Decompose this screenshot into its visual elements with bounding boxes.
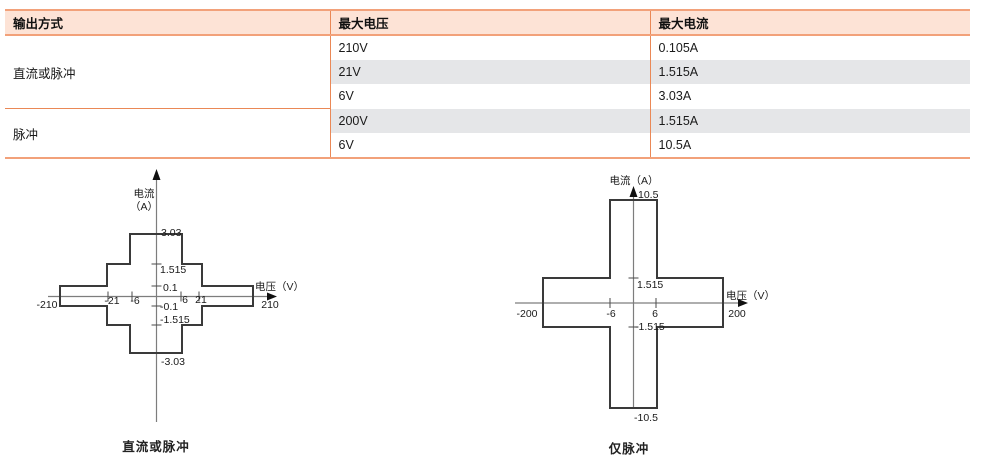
- caption-pulse-only: 仅脉冲: [608, 442, 650, 456]
- table-row: 脉冲 200V 1.515A: [5, 108, 970, 157]
- y-axis-arrow-icon: [152, 169, 161, 180]
- y-axis-title-line1: 电流: [134, 187, 155, 200]
- x-tick-label: -6: [606, 308, 615, 320]
- envelope-outline: [542, 199, 724, 409]
- x-tick-label: 210: [261, 299, 279, 311]
- x-tick-label: -21: [104, 295, 119, 307]
- group-label-dc-or-pulse: 直流或脉冲: [5, 35, 330, 110]
- group-label-pulse: 脉冲: [5, 108, 330, 157]
- x-tick-label: -6: [130, 295, 139, 307]
- x-tick-label: -210: [36, 299, 57, 311]
- x-tick-label: 21: [195, 294, 207, 306]
- current-cell: 3.03A: [649, 84, 970, 109]
- table-row: 直流或脉冲 210V 0.105A: [5, 35, 970, 110]
- x-axis-title: 电压（V）: [726, 289, 775, 302]
- y-axis-title: 电流（A）: [609, 174, 658, 187]
- voltage-cell: 6V: [329, 132, 650, 157]
- y-tick-label: -3.03: [161, 356, 185, 368]
- col-header-max-voltage: 最大电压: [329, 11, 650, 36]
- col-header-max-current: 最大电流: [649, 11, 970, 36]
- y-axis-arrow-icon: [629, 186, 638, 197]
- envelope-outline: [59, 233, 254, 354]
- y-tick-label: 1.515: [637, 279, 663, 291]
- col-header-output-mode: 输出方式: [5, 11, 330, 36]
- y-tick-label: -1.515: [160, 314, 190, 326]
- x-tick-label: -200: [516, 308, 537, 320]
- x-tick-label: 6: [652, 308, 658, 320]
- dc-or-pulse-envelope-diagram: 电流 （A） 电压（V） 3.03 1.515 0.1 -0.1 -1.515 …: [30, 168, 310, 430]
- y-tick-label: 1.515: [160, 264, 186, 276]
- voltage-cell: 6V: [329, 84, 650, 109]
- y-tick-label: 10.5: [638, 189, 659, 201]
- current-cell: 10.5A: [649, 132, 970, 157]
- x-tick-label: 200: [728, 308, 746, 320]
- voltage-cell: 210V: [329, 35, 650, 61]
- current-cell: 1.515A: [649, 60, 970, 85]
- output-spec-table: 输出方式 最大电压 最大电流 直流或脉冲 210V 0.105A 21V 1.5…: [5, 9, 970, 159]
- table-header-row: 输出方式 最大电压 最大电流: [5, 11, 970, 36]
- x-axis-title: 电压（V）: [255, 280, 304, 293]
- current-cell: 0.105A: [649, 35, 970, 61]
- x-axis-arrow-icon: [738, 299, 748, 307]
- caption-dc-or-pulse: 直流或脉冲: [122, 440, 190, 454]
- pulse-only-envelope-diagram: 电流（A） 电压（V） 10.5 1.515 -1.515 -10.5 -200…: [500, 170, 780, 432]
- voltage-cell: 21V: [329, 60, 650, 85]
- voltage-cell: 200V: [329, 108, 650, 133]
- y-tick-label: -0.1: [160, 301, 178, 313]
- x-axis-arrow-icon: [267, 292, 277, 301]
- x-tick-label: 6: [182, 294, 188, 306]
- y-tick-label: -10.5: [634, 412, 658, 424]
- table-row: 6V 10.5A: [5, 132, 970, 157]
- y-tick-label: -1.515: [635, 321, 665, 333]
- y-tick-label: 3.03: [161, 227, 182, 239]
- current-cell: 1.515A: [649, 108, 970, 133]
- table-row: 21V 1.515A: [5, 60, 970, 85]
- y-axis-title-line2: （A）: [130, 201, 158, 213]
- y-tick-label: 0.1: [163, 282, 178, 294]
- table-row: 6V 3.03A: [5, 84, 970, 109]
